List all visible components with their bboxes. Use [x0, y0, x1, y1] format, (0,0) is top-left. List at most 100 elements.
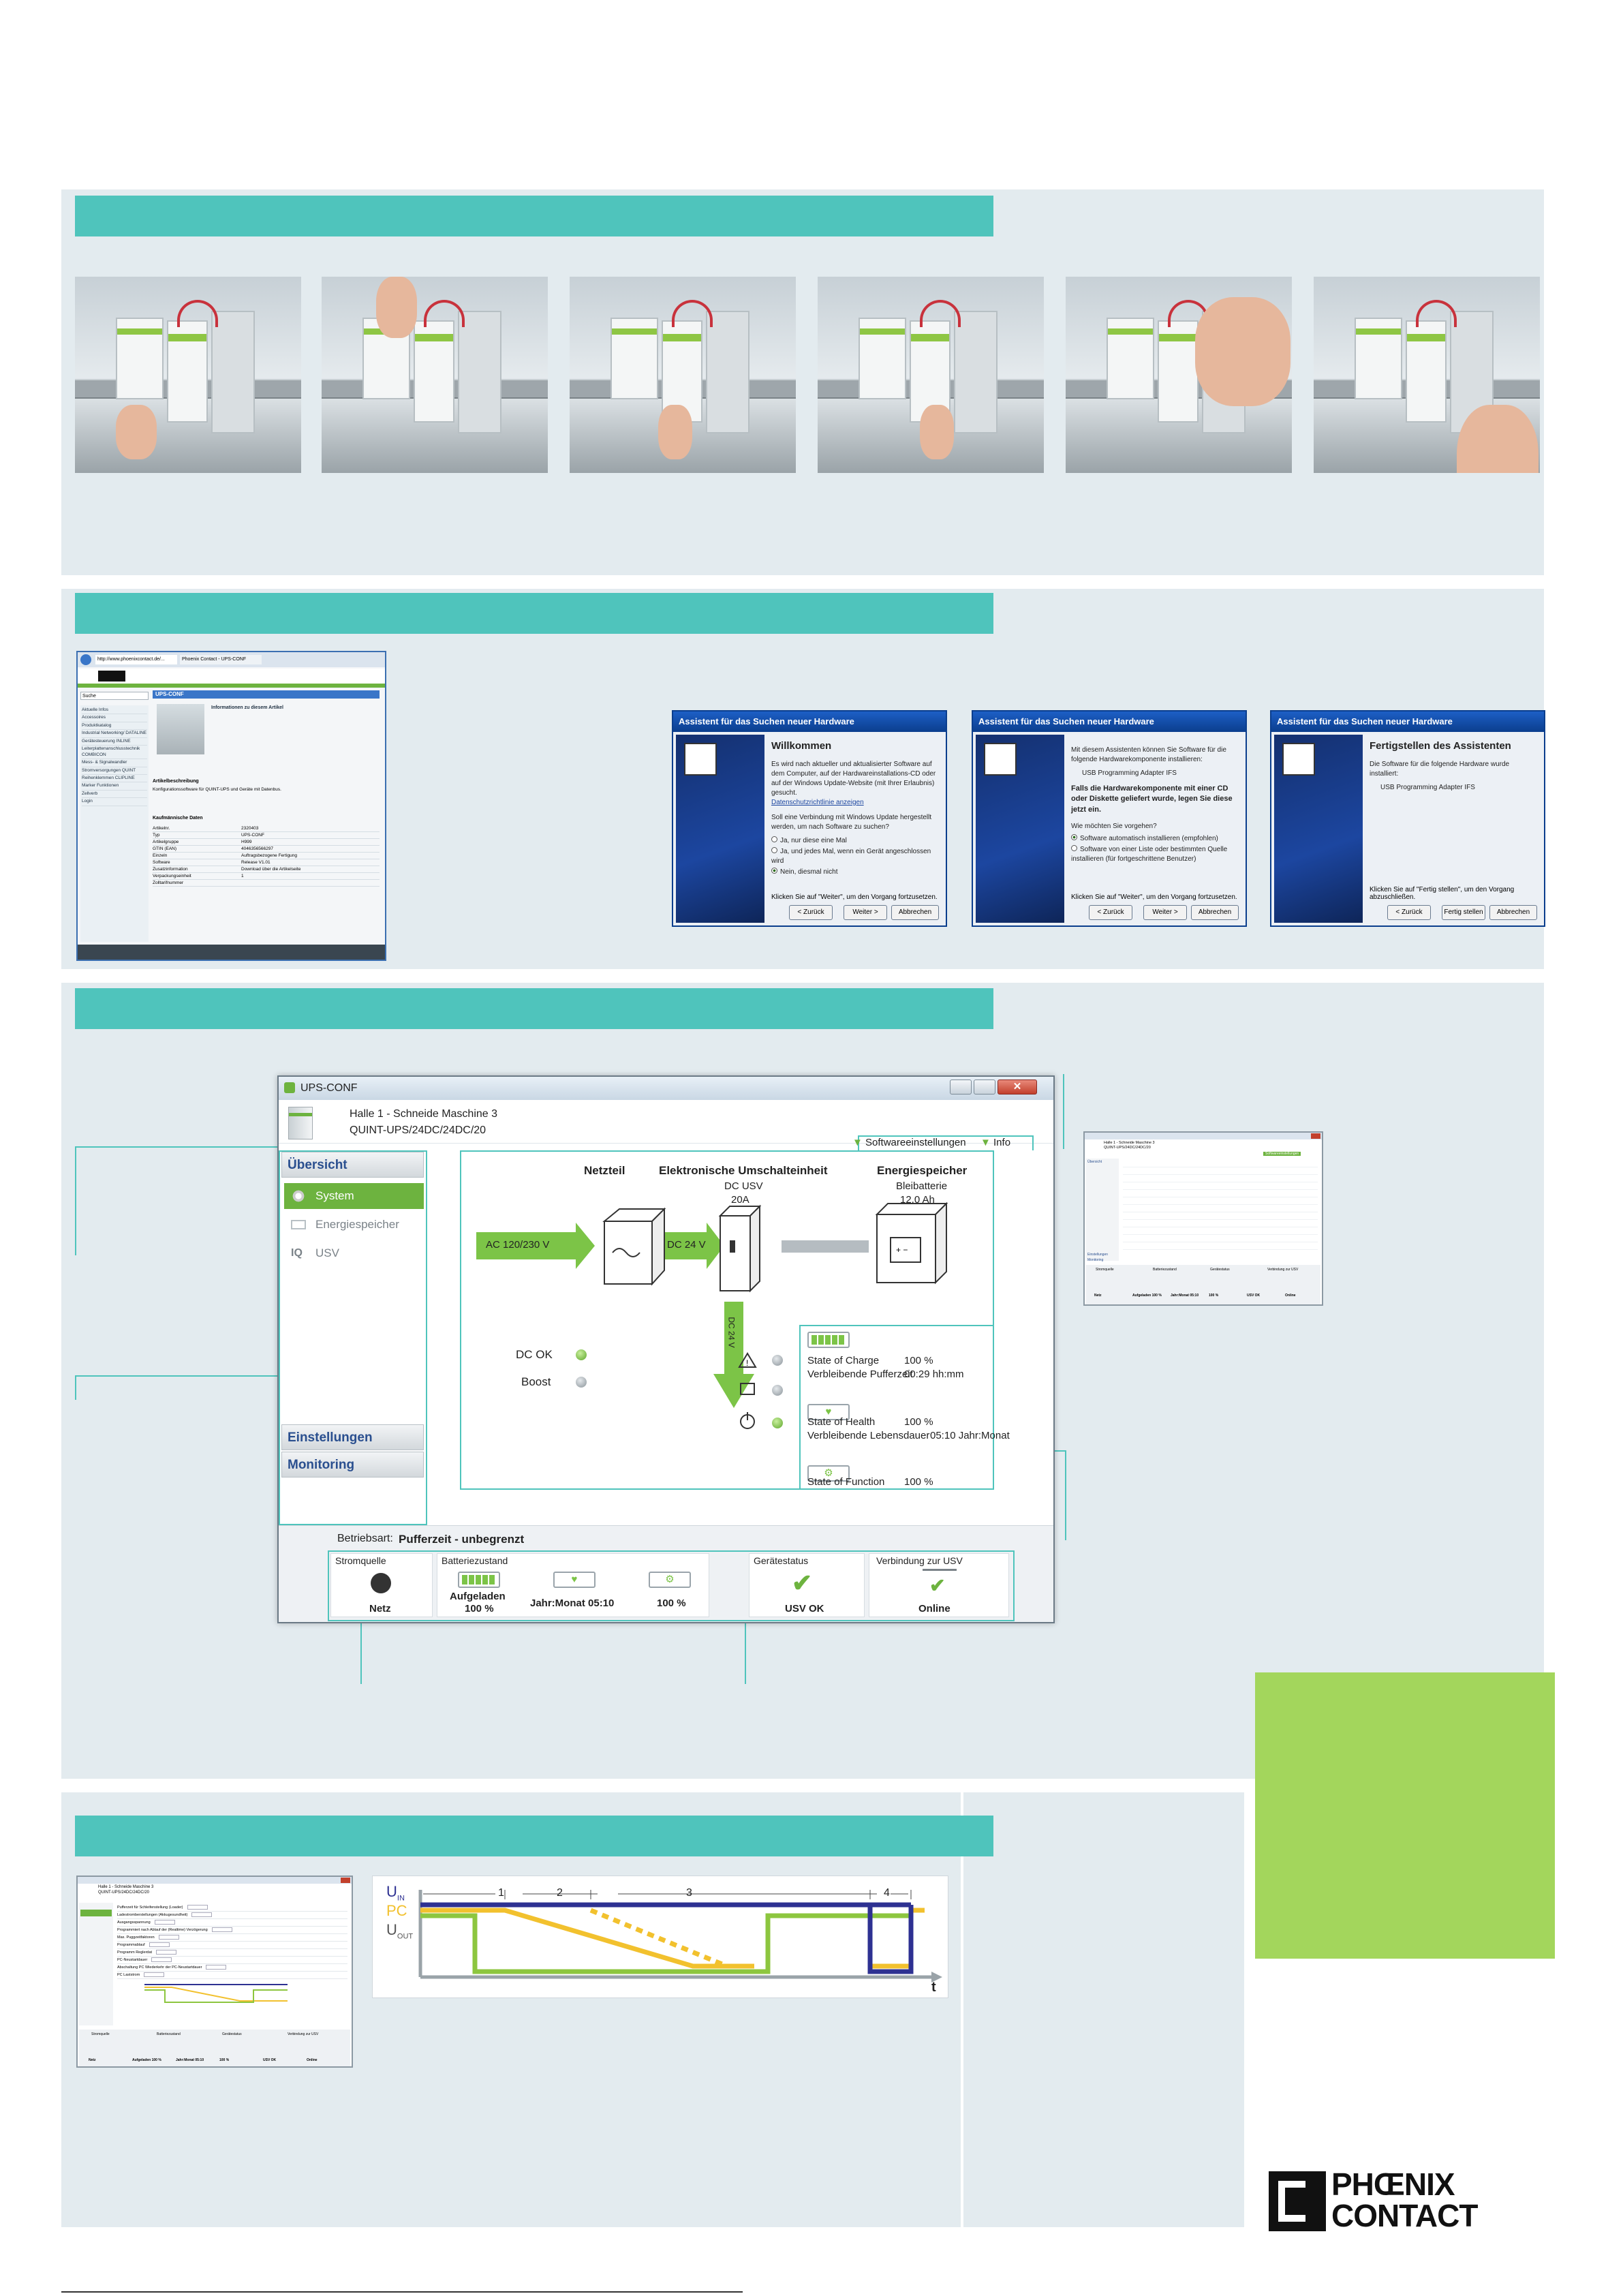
wizard-radio-option[interactable]: Ja, nur diese eine Mal — [771, 836, 942, 846]
monitor-setting-row: Max. Puggzeitfaktoren — [117, 1934, 347, 1942]
warning-led — [772, 1355, 783, 1366]
setting-input[interactable] — [187, 1905, 208, 1910]
wizard-button[interactable]: Fertig stellen — [1442, 905, 1485, 920]
wizard-side-graphic — [976, 735, 1064, 923]
site-sidebar-item[interactable]: Accessoires — [82, 714, 147, 722]
monitor-setting-row: Programmablauf — [117, 1942, 347, 1949]
data-value: 4046356566297 — [241, 846, 273, 851]
radio-icon[interactable] — [1071, 845, 1077, 852]
nav-monitoring[interactable]: Monitoring — [281, 1452, 424, 1478]
site-sidebar-item[interactable]: Mess- & Signalwandler — [82, 759, 147, 767]
wizard-radio-option[interactable]: Software von einer Liste oder bestimmten… — [1071, 845, 1228, 863]
arrow-dc-down — [713, 1302, 754, 1408]
phoenix-contact-logo: PHŒNIX CONTACT — [1269, 2169, 1526, 2234]
monitor-status-title: Gerätestatus — [222, 2032, 242, 2036]
menu-info[interactable]: ▼ Info — [980, 1137, 1011, 1148]
setting-input[interactable] — [156, 1950, 177, 1955]
boost-label: Boost — [521, 1375, 551, 1388]
health-gauge-icon: ♥ — [807, 1404, 850, 1420]
wizard-text: Es wird nach aktueller und aktualisierte… — [771, 761, 936, 797]
wizard-button[interactable]: < Zurück — [1387, 905, 1431, 920]
nav-settings[interactable]: Einstellungen — [281, 1424, 424, 1450]
info-heading: Informationen zu diesem Artikel — [211, 705, 283, 710]
site-sidebar-item[interactable]: Zellverb — [82, 791, 147, 799]
site-sidebar-item[interactable]: Leiterplattenanschlusstechnik COMBICON — [82, 746, 147, 760]
site-sidebar-item[interactable]: Reihenklemmen CLIPLINE — [82, 775, 147, 783]
battery-stat-value: 05:10 Jahr:Monat — [930, 1430, 1010, 1441]
device-model: QUINT-UPS/24DC/24DC/20 — [350, 1124, 486, 1136]
nav-item-system[interactable]: System — [284, 1183, 424, 1209]
setting-input[interactable] — [151, 1957, 172, 1963]
browser-address[interactable]: http://www.phoenixcontact.de/... — [95, 655, 177, 664]
wizard-button[interactable]: Abbrechen — [1191, 905, 1239, 920]
close-button[interactable]: ✕ — [998, 1080, 1037, 1095]
wizard-button[interactable]: Abbrechen — [1489, 905, 1537, 920]
settings-model: QUINT-UPS/24DC/24DC/20 — [1104, 1146, 1151, 1150]
wizard-text: Die Software für die folgende Hardware w… — [1370, 761, 1510, 778]
battery-charged-pct: 100 % — [465, 1603, 494, 1614]
setting-input[interactable] — [211, 1927, 232, 1933]
site-sidebar-item[interactable]: Gerätesteuerung INLINE — [82, 738, 147, 746]
wizard-button[interactable]: < Zurück — [789, 905, 833, 920]
menu-software-settings[interactable]: ▼ Softwareeinstellungen — [852, 1137, 966, 1148]
site-search-input[interactable]: Suche — [80, 692, 149, 700]
wizard-button[interactable]: < Zurück — [1089, 905, 1132, 920]
wizard-radio-option[interactable]: Software automatisch installieren (empfo… — [1071, 834, 1241, 844]
radio-icon[interactable] — [771, 868, 777, 874]
wizard-button[interactable]: Abbrechen — [891, 905, 939, 920]
site-sidebar-item[interactable]: Industrial Networking/ DATALINE — [82, 730, 147, 738]
section-header-bar-2 — [75, 593, 993, 634]
browser-back-icon[interactable] — [80, 654, 91, 665]
status-bar: Betriebsart: Pufferzeit - unbegrenzt Str… — [279, 1525, 1053, 1622]
setting-input[interactable] — [154, 1920, 175, 1925]
site-sidebar-item[interactable]: Aktuelle Infos — [82, 707, 147, 715]
installation-photo — [322, 277, 548, 473]
monitoring-screenshot: Halle 1 - Schneide Maschine 3 QUINT-UPS/… — [76, 1876, 353, 2068]
col-switch-sub1: DC USV — [724, 1180, 763, 1192]
battery-function-icon: ⚙ — [649, 1572, 691, 1588]
radio-icon[interactable] — [771, 836, 777, 842]
setting-input[interactable] — [144, 1972, 165, 1978]
logo-line2: CONTACT — [1331, 2198, 1478, 2233]
hand — [1457, 405, 1539, 473]
nav-item-energy-storage[interactable]: Energiespeicher — [284, 1212, 424, 1238]
timing-chart-svg — [418, 1890, 942, 1983]
power-source-value: Netz — [369, 1603, 391, 1614]
site-sidebar-item[interactable]: Stromversorgungen QUINT — [82, 767, 147, 775]
wizard-radio-option[interactable]: Nein, diesmal nicht — [771, 868, 942, 877]
setting-input[interactable] — [191, 1912, 213, 1918]
plug-icon — [371, 1573, 391, 1593]
radio-icon[interactable] — [771, 847, 777, 853]
wizard-heading: Fertigstellen des Assistenten — [1370, 740, 1511, 752]
chart-phase-3: 3 — [686, 1887, 692, 1899]
maximize-button[interactable] — [974, 1080, 995, 1095]
wizard-button[interactable]: Weiter > — [1143, 905, 1187, 920]
wizard-radio-option[interactable]: Ja, und jedes Mal, wenn ein Gerät angesc… — [771, 847, 931, 865]
battery-charged: Aufgeladen — [450, 1591, 506, 1602]
arrow-ac-input — [476, 1223, 595, 1269]
setting-input[interactable] — [149, 1942, 170, 1948]
wizard-side-graphic — [676, 735, 764, 923]
minimize-button[interactable] — [950, 1080, 972, 1095]
wizard-footer: Klicken Sie auf "Fertig stellen", um den… — [1370, 886, 1515, 901]
radio-icon[interactable] — [1071, 834, 1077, 841]
installation-photo — [818, 277, 1044, 473]
chart-phase-1: 1 — [498, 1887, 504, 1899]
privacy-link[interactable]: Datenschutzrichtlinie anzeigen — [771, 799, 864, 806]
site-sidebar-item[interactable]: Produktkatalog — [82, 722, 147, 731]
browser-tab[interactable]: Phoenix Contact - UPS-CONF — [180, 655, 262, 664]
battery-stat-label: Verbleibende Pufferzeit — [807, 1368, 913, 1380]
settings-nav-overview: Übersicht — [1087, 1160, 1102, 1164]
mini-status-title: Verbindung zur USV — [1267, 1268, 1299, 1272]
wizard-button[interactable]: Weiter > — [844, 905, 887, 920]
setting-input[interactable] — [158, 1935, 179, 1940]
site-sidebar-item[interactable]: Login — [82, 798, 147, 806]
col-storage-sub2: 12,0 Ah — [900, 1194, 935, 1206]
site-sidebar-item[interactable]: Marker Funktionen — [82, 782, 147, 791]
nav-overview[interactable]: Übersicht — [281, 1152, 424, 1178]
setting-input[interactable] — [206, 1965, 227, 1970]
